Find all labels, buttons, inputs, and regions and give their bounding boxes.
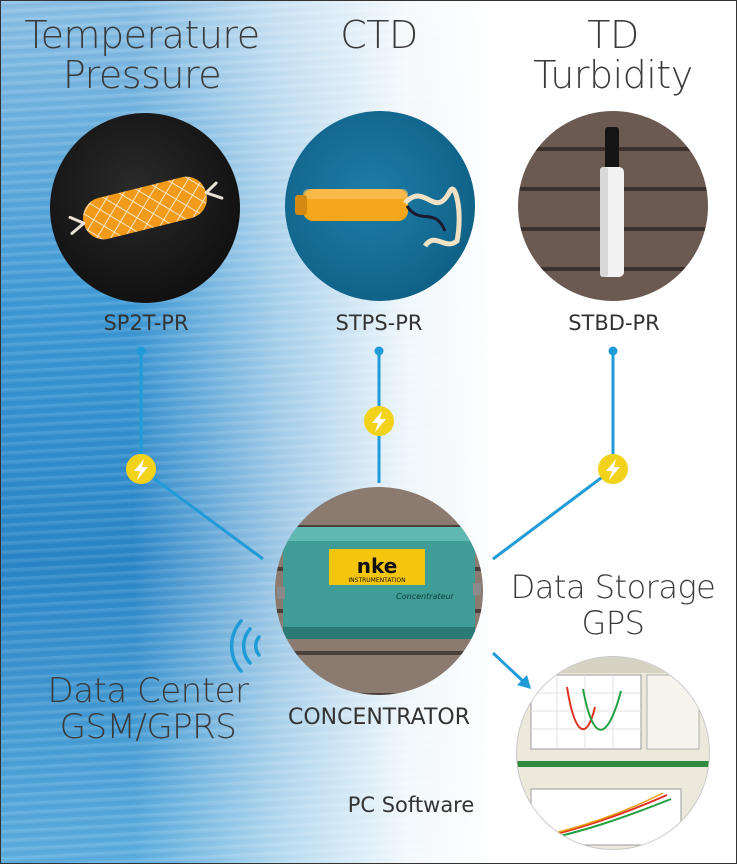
concentrator-photo: nke INSTRUMENTATION Concentrateur bbox=[275, 487, 483, 695]
wireless-signal-icon bbox=[229, 619, 261, 673]
connector-left-diagonal bbox=[140, 467, 264, 561]
sensor-heading-td-turbidity: TD Turbidity bbox=[533, 13, 693, 97]
lightning-bolt-icon bbox=[606, 459, 620, 480]
concentrator-device-text: Concentrateur bbox=[396, 592, 454, 601]
arrow-head-icon bbox=[517, 675, 531, 689]
sensor-photo-sp2t bbox=[50, 113, 240, 303]
concentrator-label: CONCENTRATOR bbox=[287, 705, 471, 730]
sensor-heading-ctd: CTD bbox=[340, 13, 418, 57]
sensor-model-sp2t: SP2T-PR bbox=[103, 311, 189, 335]
connector-right-diagonal bbox=[492, 467, 614, 561]
pc-software-label: PC Software bbox=[347, 793, 475, 817]
power-badge-left bbox=[126, 454, 156, 484]
sensor-photo-stps bbox=[285, 111, 475, 301]
connector-storage bbox=[491, 651, 527, 685]
lightning-bolt-icon bbox=[134, 459, 148, 480]
sensor-model-stps: STPS-PR bbox=[335, 311, 423, 335]
data-storage-heading: Data Storage GPS bbox=[510, 568, 716, 642]
data-center-heading: Data Center GSM/GPRS bbox=[47, 671, 249, 747]
connector-dot-middle bbox=[374, 346, 384, 356]
concentrator-brand: nke bbox=[357, 554, 398, 578]
power-badge-right bbox=[598, 454, 628, 484]
sensor-model-stbd: STBD-PR bbox=[568, 311, 660, 335]
sensor-photo-stbd bbox=[518, 111, 708, 301]
concentrator-brand-sub: INSTRUMENTATION bbox=[348, 577, 405, 584]
sensor-heading-temperature-pressure: Temperature Pressure bbox=[24, 13, 260, 97]
lightning-bolt-icon bbox=[372, 411, 386, 432]
connector-dot-left bbox=[136, 346, 146, 356]
power-badge-middle bbox=[364, 406, 394, 436]
pc-software-screenshot bbox=[517, 657, 709, 849]
connector-dot-right bbox=[608, 346, 618, 356]
